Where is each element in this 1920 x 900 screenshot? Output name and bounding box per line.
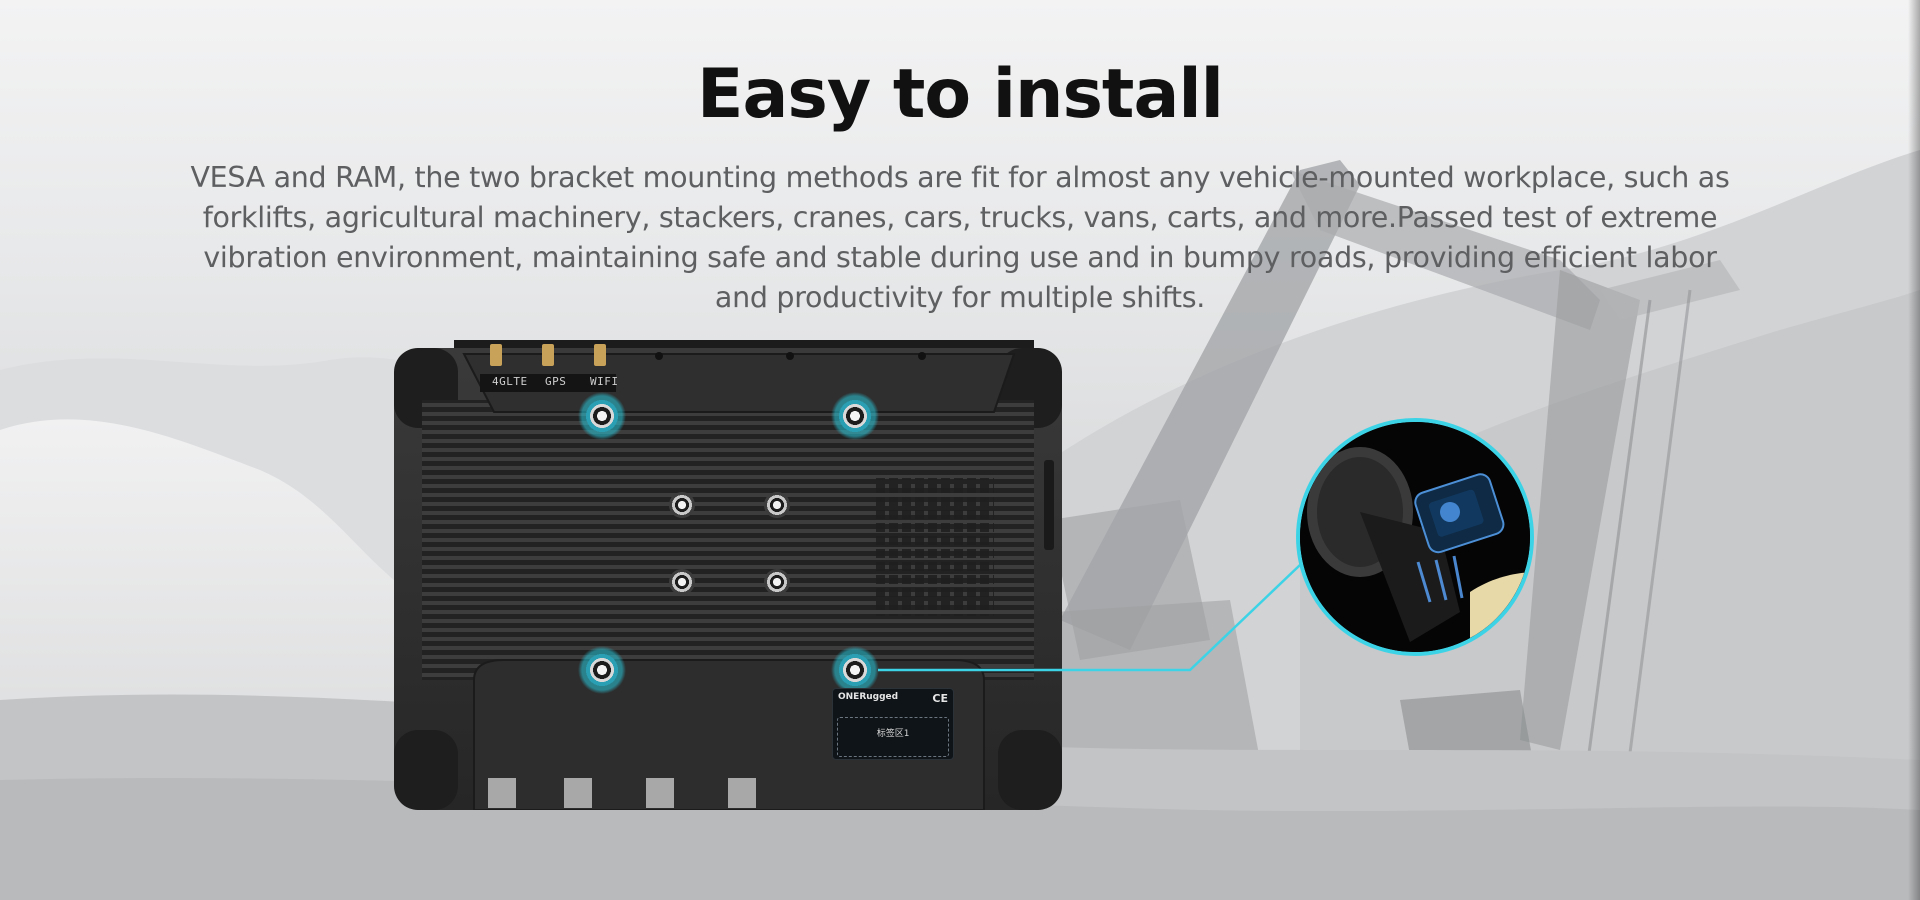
right-edge-shadow <box>1908 0 1920 900</box>
brand-logo: ONERugged <box>838 692 899 702</box>
port-label-gps: GPS <box>545 375 567 388</box>
magnifier-callout <box>1296 418 1534 656</box>
ram-mount-screw-icon <box>764 492 790 518</box>
rugged-tablet-back-view <box>394 340 1062 810</box>
ce-mark: CE <box>932 692 948 705</box>
port-label-4glte: 4GLTE <box>492 375 528 388</box>
vesa-mount-icon <box>578 392 626 440</box>
vesa-mount-icon <box>578 646 626 694</box>
port-label-wifi: WIFI <box>590 375 619 388</box>
steering-wheel-mount-detail <box>1300 422 1530 652</box>
section-title: Easy to install <box>697 55 1224 134</box>
section-description: VESA and RAM, the two bracket mounting m… <box>190 161 1730 314</box>
ram-mount-screw-icon <box>669 492 695 518</box>
ram-mount-screw-icon <box>669 569 695 595</box>
ram-mount-screw-icon <box>764 569 790 595</box>
sticker-label: 标签区1 <box>876 729 910 739</box>
tablet-body <box>394 340 1062 810</box>
vesa-mount-icon <box>831 646 879 694</box>
sticker-area <box>837 717 949 757</box>
device-label-plate: ONERugged CE 标签区1 <box>832 688 954 760</box>
vesa-mount-icon <box>831 392 879 440</box>
